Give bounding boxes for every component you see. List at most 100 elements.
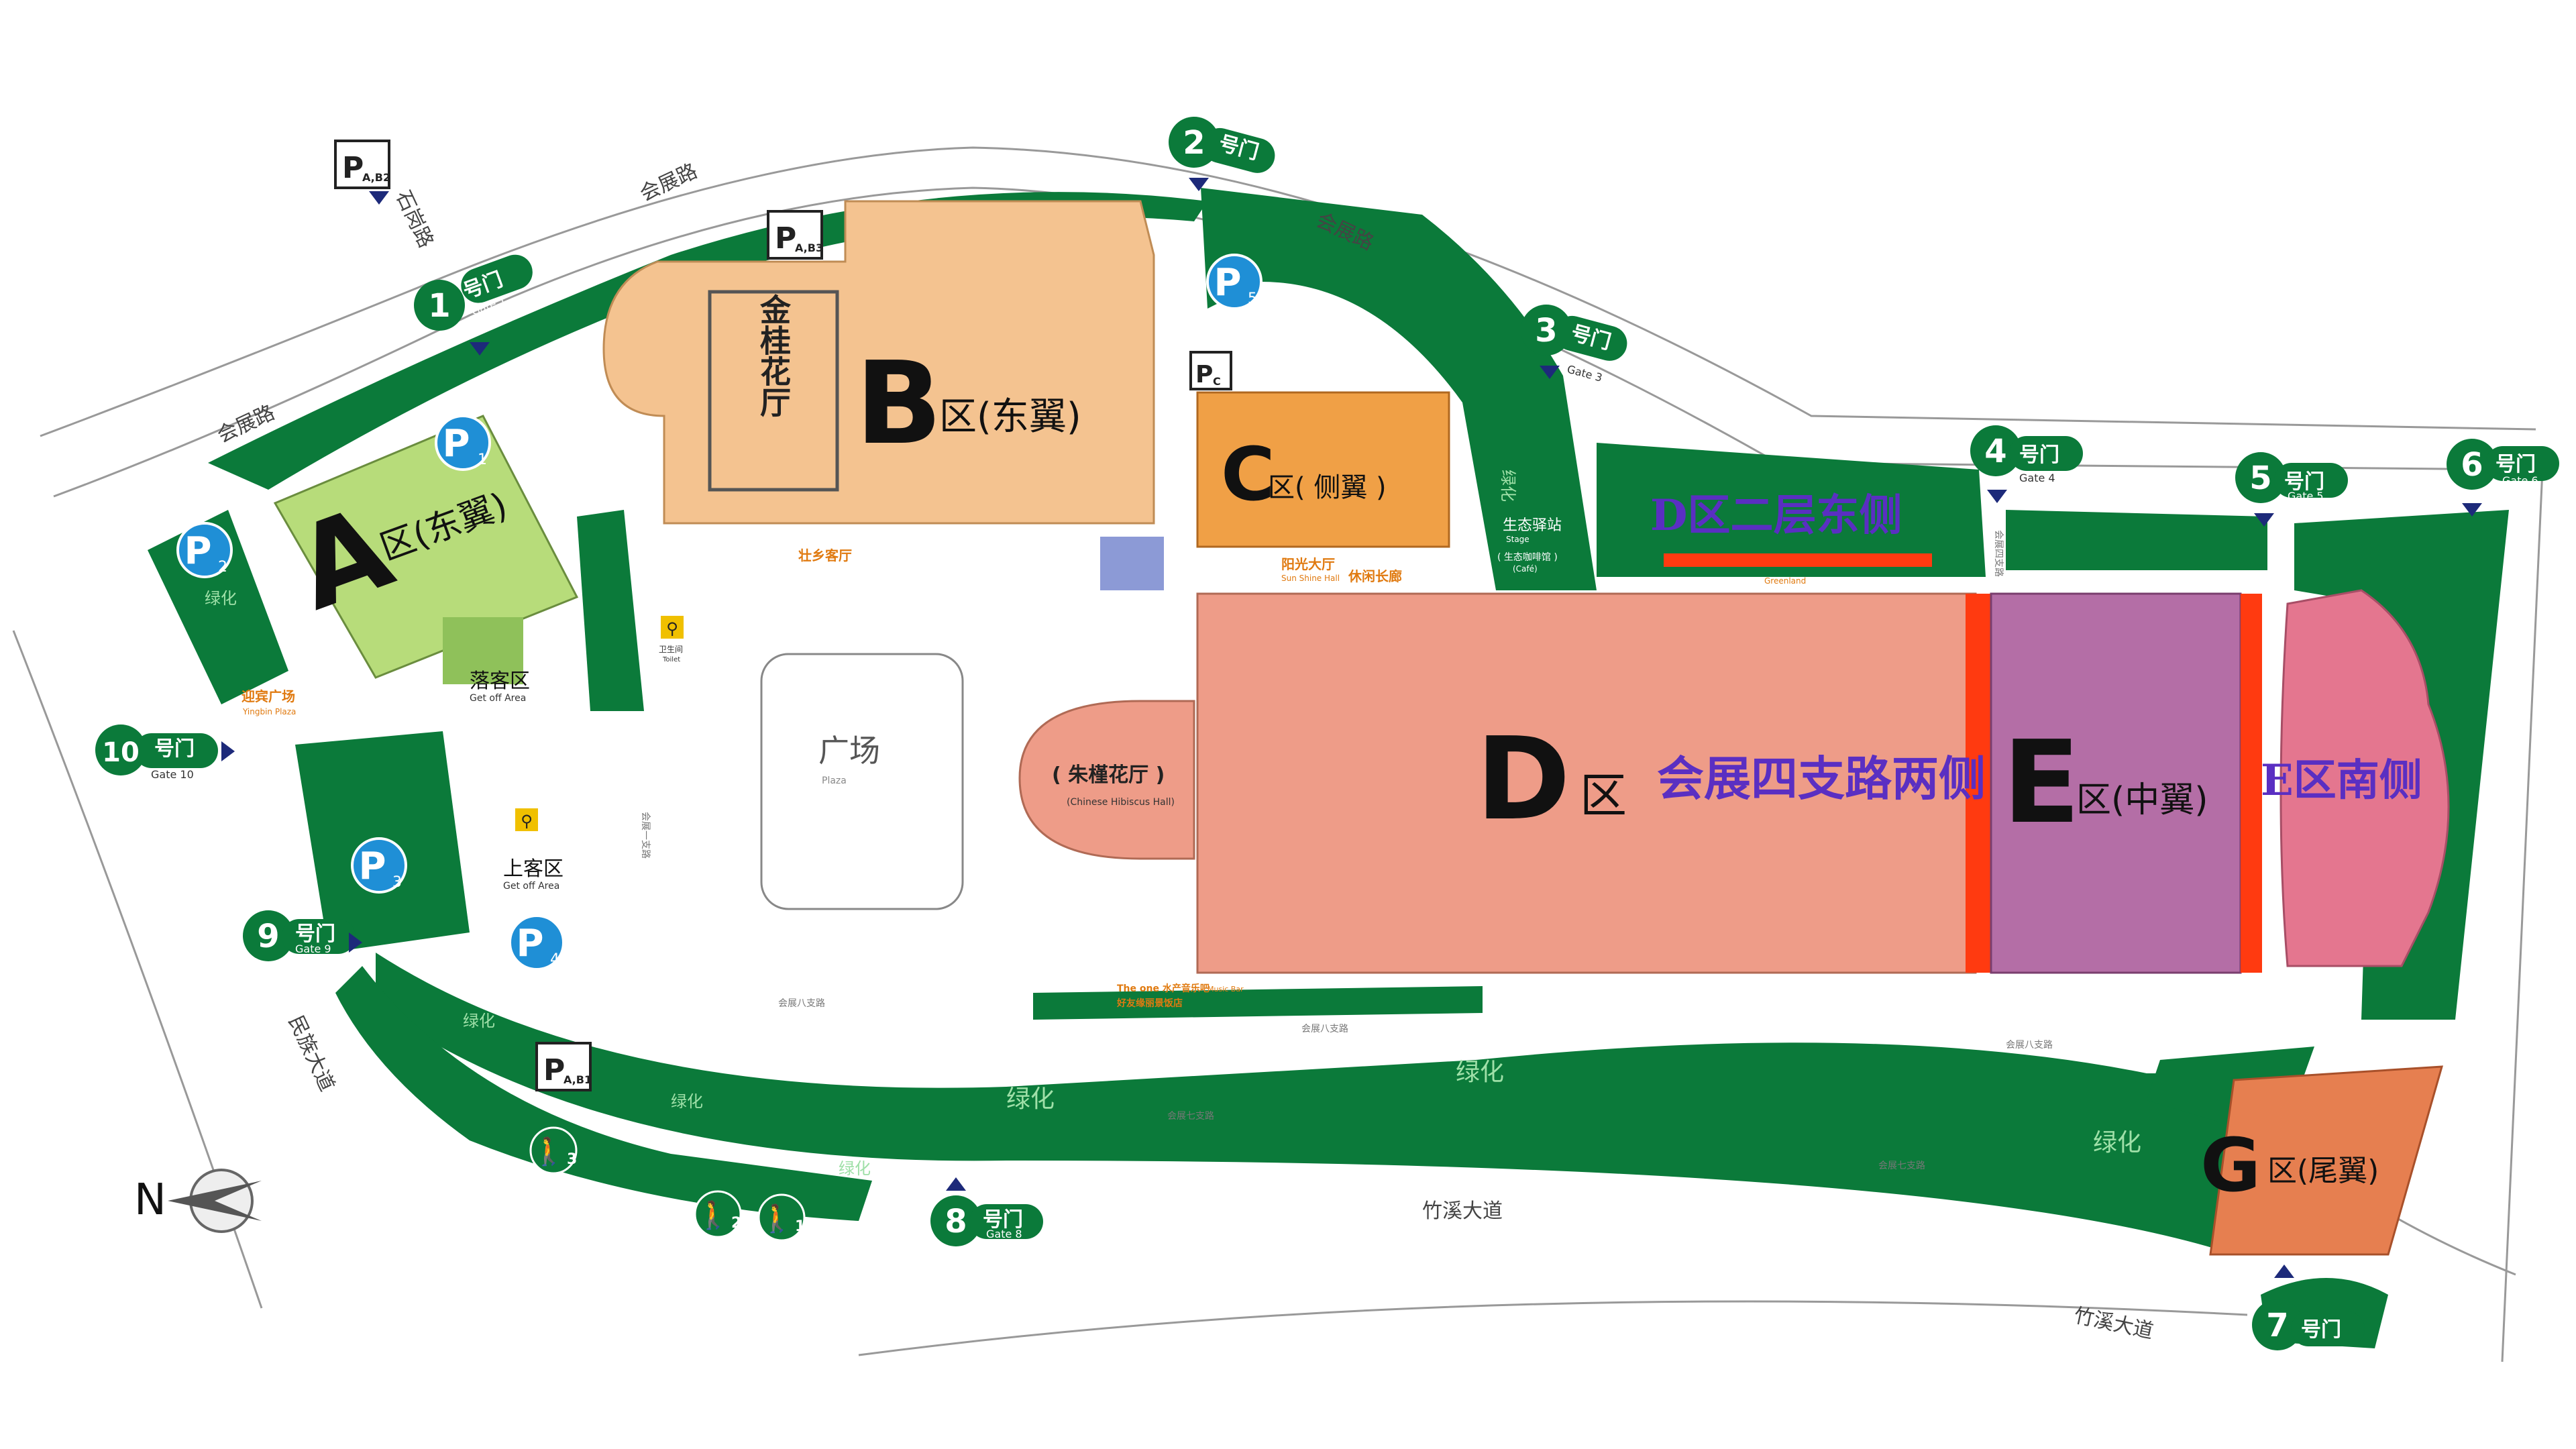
pedestrian-marker-3[interactable]: 🚶 3 [529, 1126, 578, 1175]
zone-e-suffix: 区(中翼) [2076, 780, 2208, 820]
gate-8-en: Gate 8 [986, 1228, 1022, 1240]
parking-sign-ab1[interactable]: P A,B1 [535, 1042, 592, 1091]
road-label-bazhi-2: 会展八支路 [1301, 1024, 1348, 1034]
zone-e-letter: E [2002, 716, 2080, 849]
parking-p4[interactable]: P 4 [508, 914, 565, 971]
toilet-icon [661, 616, 684, 639]
gate-8[interactable]: 8 号门 Gate 8 [930, 1195, 1043, 1246]
zone-c-letter: C [1221, 431, 1275, 517]
parking-sign-ab2-label: A,B2 [362, 171, 390, 184]
parking-sign-c[interactable]: P C [1189, 351, 1232, 390]
zone-e-building[interactable] [1990, 592, 2242, 974]
gate-10-number: 10 [102, 737, 140, 768]
toilet-label: 卫生间 [659, 645, 683, 654]
svg-text:P: P [775, 221, 796, 256]
e-south-building[interactable] [2279, 589, 2450, 967]
gate-7-label: 号门 [2301, 1318, 2341, 1342]
overlay-road-both-sides: 会展四支路两侧 [1657, 751, 1986, 806]
gate-6-number: 6 [2461, 446, 2483, 484]
leisure-label: 休闲长廊 [1348, 568, 1402, 584]
parking-sign-c-label: C [1213, 375, 1221, 388]
parking-p5-number: 5 [1248, 290, 1257, 307]
gate-9-en: Gate 9 [295, 943, 331, 955]
zone-b-suffix: 区(东翼) [939, 395, 1081, 439]
parking-p1-number: 1 [478, 451, 487, 468]
zone-g-letter: G [2200, 1122, 2261, 1208]
zone-c-building[interactable] [1196, 391, 1450, 548]
compass-north-label: N [134, 1175, 166, 1225]
svg-text:P: P [516, 922, 543, 965]
parking-sign-ab3-label: A,B3 [795, 241, 823, 254]
greenery-label: 绿化 [839, 1159, 871, 1178]
plaza-area[interactable] [760, 653, 964, 910]
gate-9[interactable]: 9 号门 Gate 9 [243, 910, 356, 961]
parking-p5[interactable]: P 5 [1206, 254, 1263, 310]
gate-3-en: Gate 3 [1566, 363, 1604, 384]
road-label-siyu: 会展四支路 [1993, 530, 2004, 577]
parking-p3[interactable]: P 3 [351, 837, 407, 894]
greenery-label: 绿化 [2093, 1129, 2141, 1157]
hibiscus-hall[interactable] [1018, 700, 1195, 860]
greenery-label: 绿化 [1006, 1085, 1055, 1113]
gate-2-number: 2 [1183, 124, 1205, 162]
pedestrian-1-number: 1 [795, 1218, 805, 1235]
gate-10[interactable]: 10 号门 Gate 10 [95, 724, 218, 781]
svg-text:P: P [1214, 261, 1241, 305]
pedestrian-marker-1[interactable]: 🚶 1 [757, 1193, 806, 1242]
cafe-label: ( 生态咖啡馆 ) [1497, 552, 1558, 563]
greenery-label: 绿化 [1499, 470, 1517, 502]
pedestrian-marker-2[interactable]: 🚶 2 [694, 1190, 742, 1238]
parking-sign-ab3[interactable]: P A,B3 [767, 210, 823, 260]
dropoff-en-label: Get off Area [470, 693, 526, 704]
road-label-bazhi-3: 会展八支路 [2006, 1040, 2053, 1051]
road-label-yizhi: 会展一支路 [640, 812, 651, 859]
gate-3[interactable]: 3 号门 Gate 3 [1521, 305, 1631, 384]
pickup-en-label: Get off Area [503, 881, 559, 892]
overlay-d-upper-east: D区二层东侧 [1650, 490, 1902, 541]
zhuangxiang-label: 壮乡客厅 [798, 547, 852, 564]
gate-10-label: 号门 [154, 737, 195, 761]
pedestrian-3-number: 3 [567, 1151, 577, 1168]
svg-text:🚶: 🚶 [760, 1203, 794, 1234]
svg-text:P: P [184, 529, 211, 573]
zone-g-suffix: 区(尾翼) [2267, 1154, 2379, 1188]
greenery-label: 绿化 [671, 1092, 703, 1111]
parking-sign-ab1-label: A,B1 [564, 1073, 592, 1086]
svg-text:P: P [358, 845, 386, 888]
jingui-hall-box[interactable] [708, 290, 839, 492]
pedestrian-2-number: 2 [731, 1215, 741, 1232]
parking-p1[interactable]: P 1 [435, 415, 491, 471]
dropoff-label: 落客区 [470, 669, 530, 693]
gate-9-number: 9 [257, 918, 279, 955]
gate-6[interactable]: 6 号门 Gate 6 [2447, 439, 2559, 490]
parking-p2[interactable]: P 2 [176, 522, 233, 578]
greenery-label: 绿化 [1456, 1059, 1504, 1086]
sunshine-en-label: Sun Shine Hall [1281, 574, 1340, 583]
music-bar-label: The one 水产音乐吧 [1117, 983, 1210, 994]
parking-sign-ab2[interactable]: P A,B2 [334, 140, 390, 189]
yingbin-en-label: Yingbin Plaza [242, 707, 296, 716]
svg-text:P: P [543, 1053, 565, 1087]
sunshine-label: 阳光大厅 [1281, 556, 1335, 572]
gate-2[interactable]: 2 号门 Gate 2 [1169, 117, 1279, 183]
svg-text:⚲: ⚲ [521, 812, 533, 830]
zone-g-building[interactable] [2209, 1065, 2444, 1256]
zone-b-building[interactable] [602, 200, 1155, 525]
gate-5[interactable]: 5 号门 Gate 5 [2235, 452, 2348, 503]
gate-10-en: Gate 10 [151, 768, 194, 781]
zone-c-suffix: 区( 侧翼 ) [1268, 472, 1387, 503]
parking-p3-number: 3 [392, 874, 402, 891]
svg-text:⚲: ⚲ [666, 619, 678, 638]
zone-a-building[interactable] [273, 415, 579, 679]
parking-p4-number: 4 [550, 951, 559, 968]
gate-6-en: Gate 6 [2502, 474, 2538, 487]
zone-a-annex [443, 617, 523, 684]
gate-1[interactable]: 1 号门 Gate 1 [414, 250, 537, 331]
zone-d-suffix: 区 [1580, 768, 1627, 823]
zone-b-letter: B [855, 337, 943, 470]
gate-4[interactable]: 4 号门 Gate 4 [1970, 425, 2083, 484]
gate-7[interactable]: 7 号门 [2252, 1299, 2365, 1350]
gate-7-number: 7 [2266, 1307, 2288, 1344]
zone-d-building[interactable] [1196, 592, 1977, 974]
road-label-qizhi-2: 会展七支路 [1878, 1161, 1925, 1171]
